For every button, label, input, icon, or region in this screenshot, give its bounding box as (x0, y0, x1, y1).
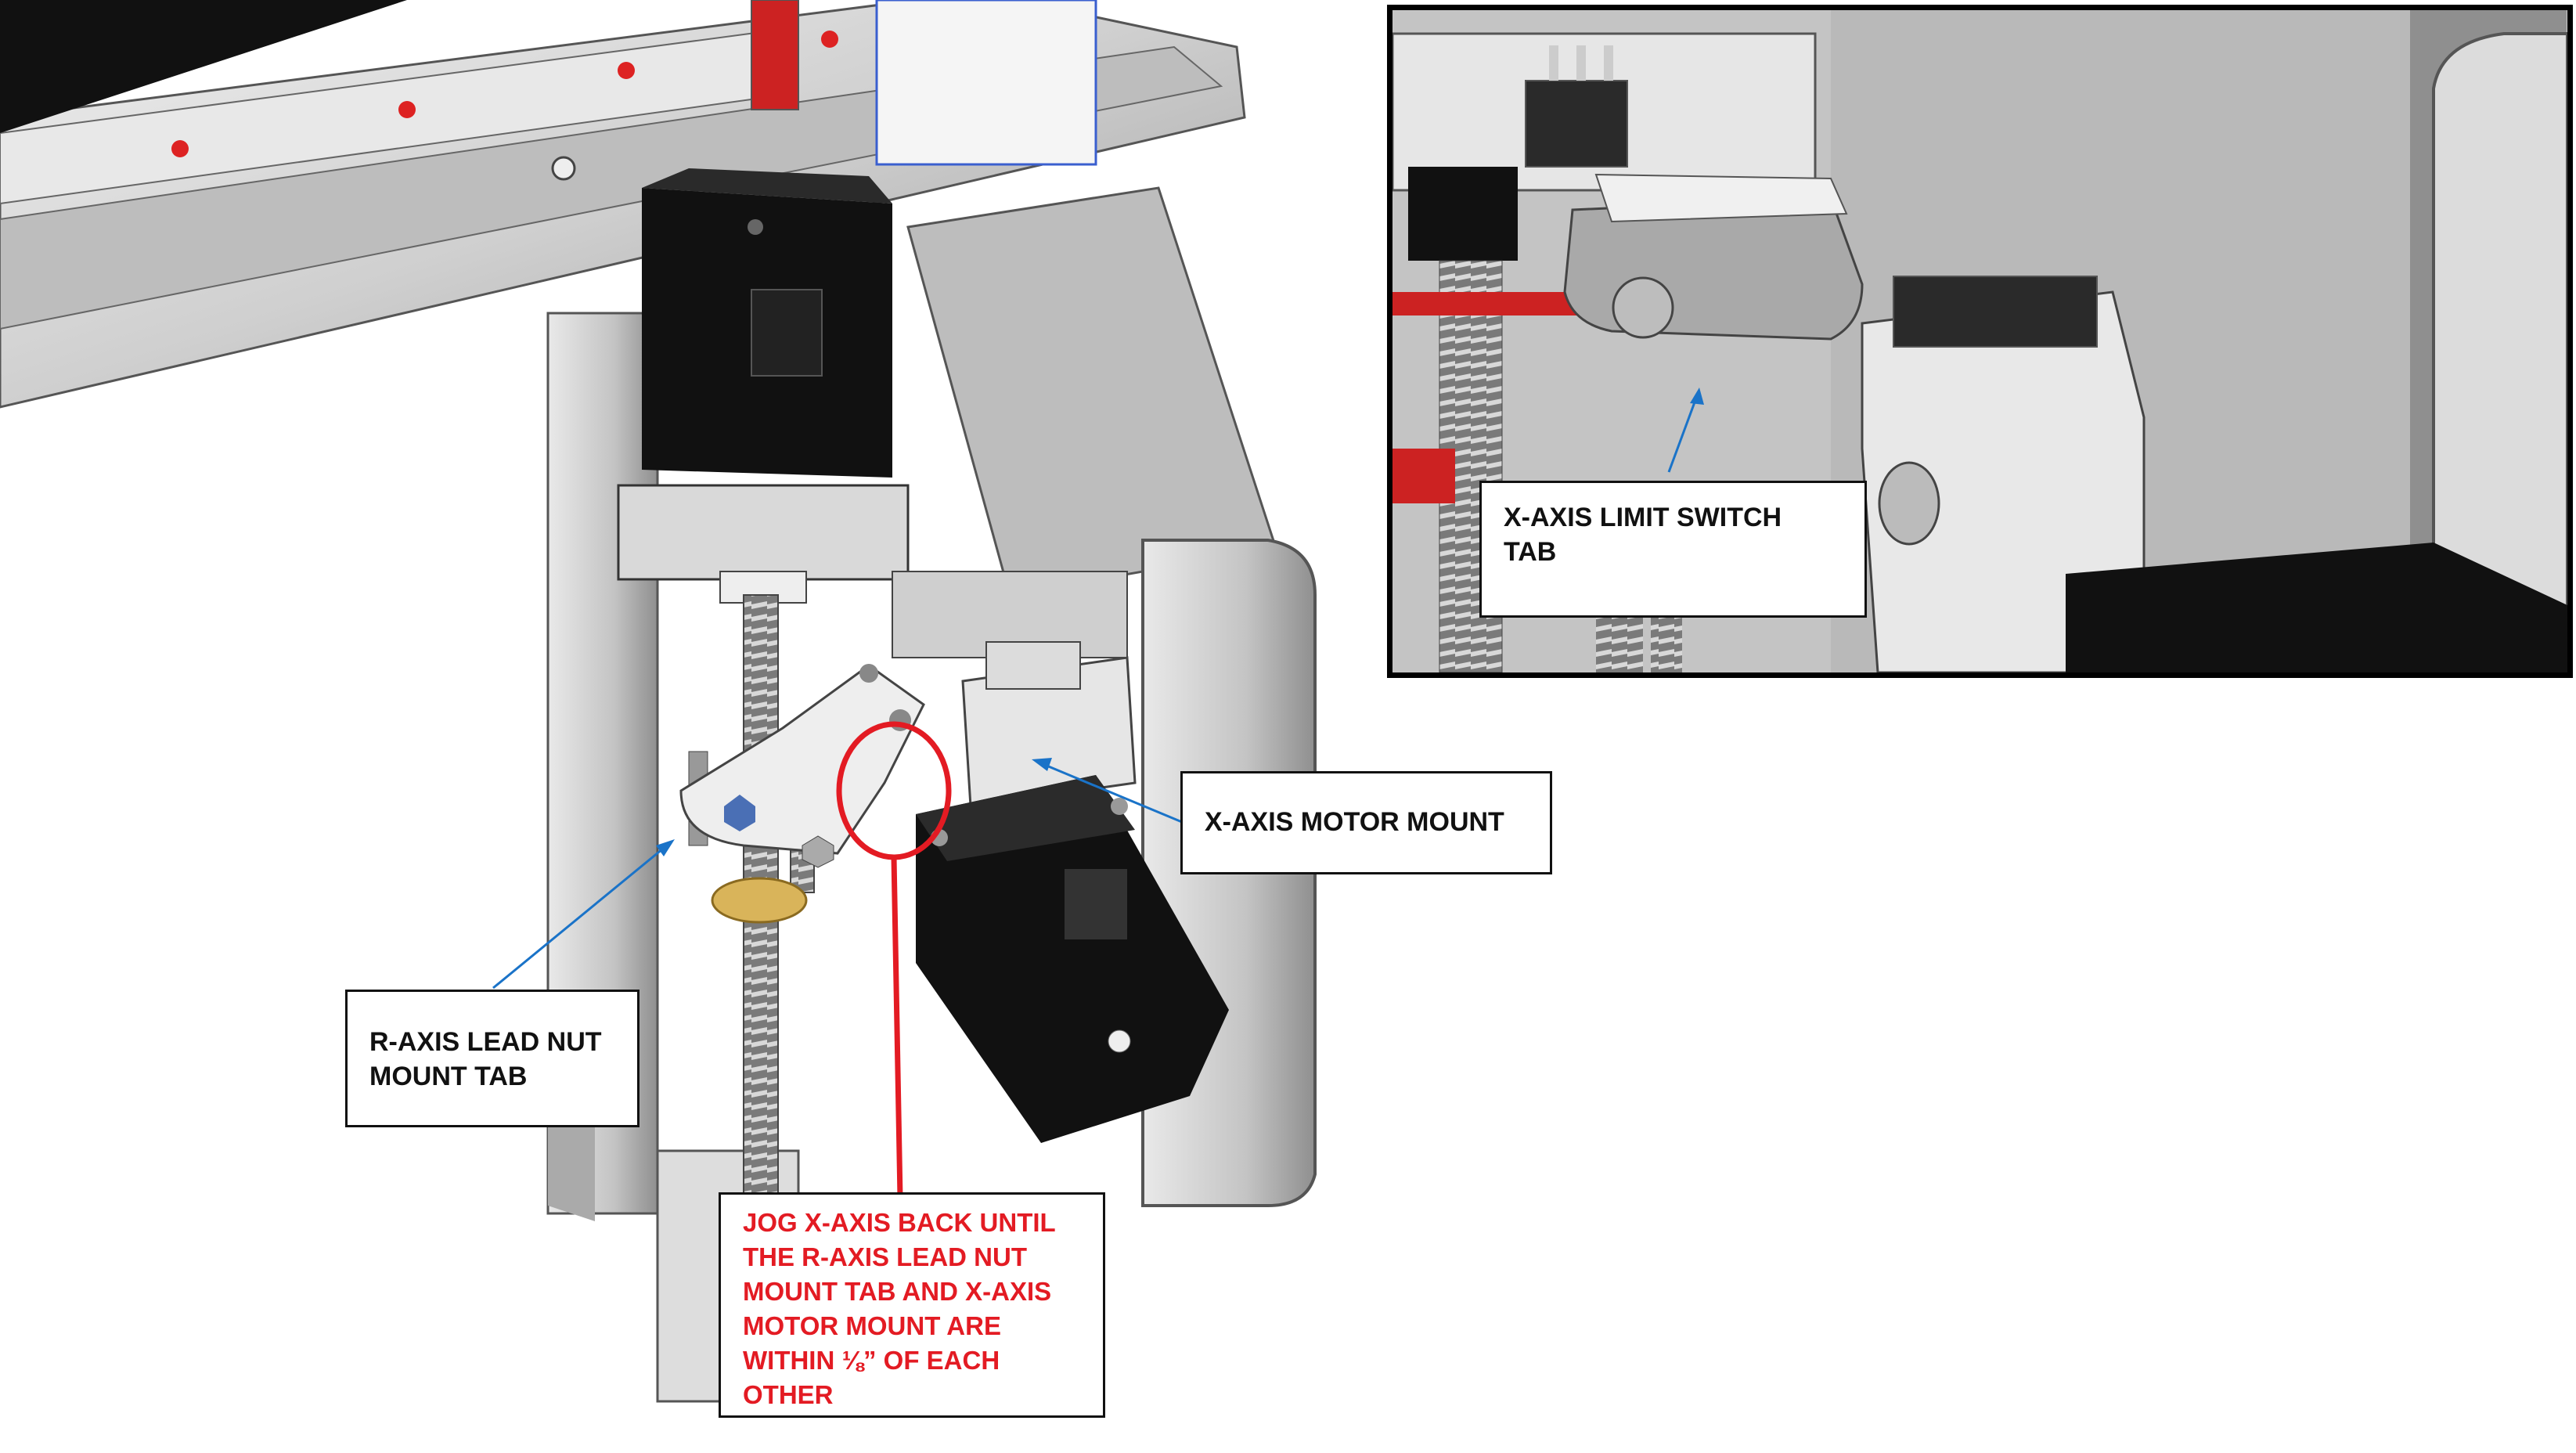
upper-stepper-motor (617, 168, 910, 604)
callout-jog-instruction: JOG X-AXIS BACK UNTIL THE R-AXIS LEAD NU… (719, 1192, 1105, 1418)
x-axis-motor-assembly (892, 571, 1229, 1143)
top-gantry-rail (0, 0, 1246, 409)
r-axis-lead-nut-mount-tab (679, 664, 925, 924)
callout-r-axis-lead-nut-mount-tab: R-AXIS LEAD NUT MOUNT TAB (345, 990, 639, 1127)
instruction-leader-line (891, 856, 903, 1199)
callout-x-axis-limit-switch-tab: X-AXIS LIMIT SWITCH TAB (1479, 481, 1867, 618)
r-axis-tab-leader (492, 840, 672, 990)
r-axis-tab-arrowhead (656, 839, 675, 856)
motor-mount-leader (1040, 762, 1183, 824)
motor-mount-arrowhead (1032, 758, 1052, 771)
callout-x-axis-motor-mount: X-AXIS MOTOR MOUNT (1180, 771, 1552, 874)
